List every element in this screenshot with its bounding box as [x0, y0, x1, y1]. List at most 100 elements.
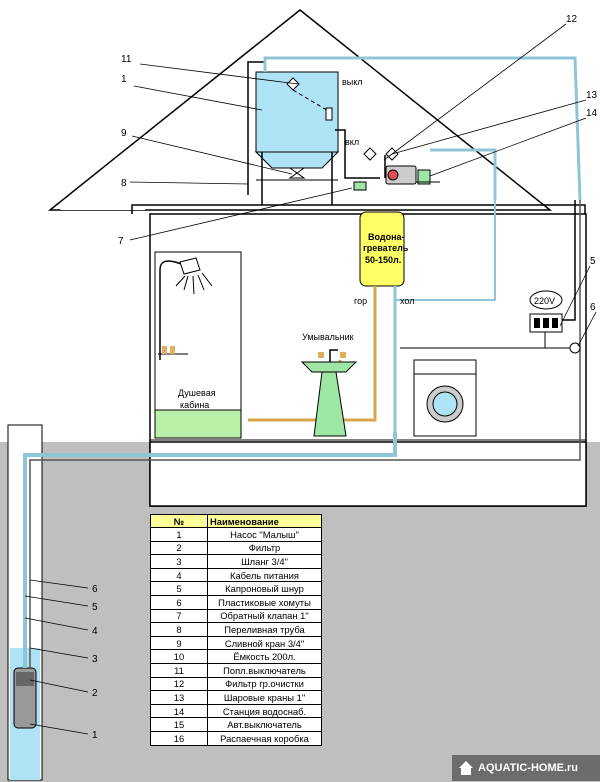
legend-row-name: Распаечная коробка: [207, 730, 322, 746]
legend-row-name: Насос "Малыш": [207, 527, 322, 542]
callout-1: 1: [121, 74, 127, 85]
callout-6: 6: [92, 584, 98, 595]
legend-row-number: 5: [150, 581, 208, 596]
power-cable: [29, 200, 581, 668]
legend-header-name: Наименование: [207, 514, 322, 528]
cold-label: хол: [400, 296, 414, 306]
legend-row-number: 4: [150, 567, 208, 583]
legend-row-name: Обратный клапан 1": [207, 608, 322, 624]
washbasin: [300, 361, 358, 373]
callout-14: 14: [586, 108, 598, 119]
supply-pipe: [23, 432, 397, 668]
watermark-text: AQUATIC-HOME.ru: [478, 762, 579, 774]
legend-row-number: 11: [150, 662, 208, 678]
legend-row-number: 6: [150, 594, 208, 610]
valve-on-label: вкл: [345, 137, 359, 147]
legend-row-number: 8: [150, 622, 208, 637]
house-icon: [459, 761, 473, 775]
attic-floor: [131, 204, 586, 214]
legend-row-name: Пластиковые хомуты: [207, 594, 322, 610]
legend-row-name: Попл.выключатель: [207, 662, 322, 678]
legend-row-name: Кабель питания: [207, 567, 322, 583]
legend-row-number: 16: [150, 730, 208, 746]
callout-1-well: 1: [92, 730, 98, 741]
legend-header-num: №: [150, 514, 208, 528]
legend-row-number: 3: [150, 554, 208, 569]
legend-row-number: 2: [150, 540, 208, 556]
shower-label-2: кабина: [180, 400, 209, 410]
callout-6-house: 6: [590, 302, 596, 313]
legend-row-name: Фильтр: [207, 540, 322, 556]
legend-row-name: Капроновый шнур: [207, 581, 322, 596]
hot-pipe: [248, 286, 377, 422]
legend-row-number: 14: [150, 703, 208, 719]
heater-label-1: Водона-: [368, 232, 405, 242]
attic-pipe: [263, 56, 582, 201]
legend-row-name: Шланг 3/4": [207, 554, 322, 569]
legend-row-name: Ёмкость 200л.: [207, 649, 322, 664]
callout-8: 8: [121, 178, 127, 189]
legend-row-number: 7: [150, 608, 208, 624]
pump-filter: [16, 672, 34, 686]
legend-row-name: Сливной кран 3/4": [207, 635, 322, 651]
legend-row-number: 1: [150, 527, 208, 542]
legend-row-name: Переливная труба: [207, 622, 322, 637]
shower-tray: [154, 409, 242, 439]
callout-3: 3: [92, 654, 98, 665]
washbasin-stand: [313, 371, 347, 437]
callout-5: 5: [92, 602, 98, 613]
basement: [149, 441, 587, 507]
legend-row-name: Авт.выключатель: [207, 717, 322, 732]
legend-row-number: 9: [150, 635, 208, 651]
voltage-indicator: [529, 290, 563, 310]
watermark: AQUATIC-HOME.ru: [452, 755, 600, 781]
hot-label: гор: [354, 296, 367, 306]
callout-12: 12: [566, 14, 578, 25]
callout-9: 9: [121, 128, 127, 139]
callout-5-house: 5: [590, 256, 596, 267]
legend-header-row: № Наименование: [150, 514, 322, 528]
heater-label-2: греватель: [363, 243, 409, 253]
drain-valve: [288, 167, 306, 179]
legend-row-number: 13: [150, 690, 208, 705]
callout-4: 4: [92, 626, 98, 637]
voltage-label: 220V: [534, 296, 555, 306]
legend-row-name: Станция водоснаб.: [207, 703, 322, 719]
shower-pipe: [159, 260, 186, 360]
callout-7: 7: [118, 236, 124, 247]
callout-13: 13: [586, 90, 598, 101]
shower-head: [179, 257, 201, 275]
legend-row-name: Шаровые краны 1": [207, 690, 322, 705]
heater-label-3: 50-150л.: [365, 255, 401, 265]
legend-row-number: 12: [150, 676, 208, 692]
water-heater: [359, 211, 405, 287]
ball-valve: [363, 147, 377, 161]
callout-2: 2: [92, 688, 98, 699]
legend-row-name: Фильтр гр.очистки: [207, 676, 322, 692]
shower-label-1: Душевая: [178, 388, 216, 398]
sink-label: Умывальник: [302, 332, 354, 342]
check-valve: [353, 181, 367, 191]
float-off-label: выкл: [342, 77, 363, 87]
legend-row-number: 10: [150, 649, 208, 664]
callout-11: 11: [121, 54, 132, 65]
